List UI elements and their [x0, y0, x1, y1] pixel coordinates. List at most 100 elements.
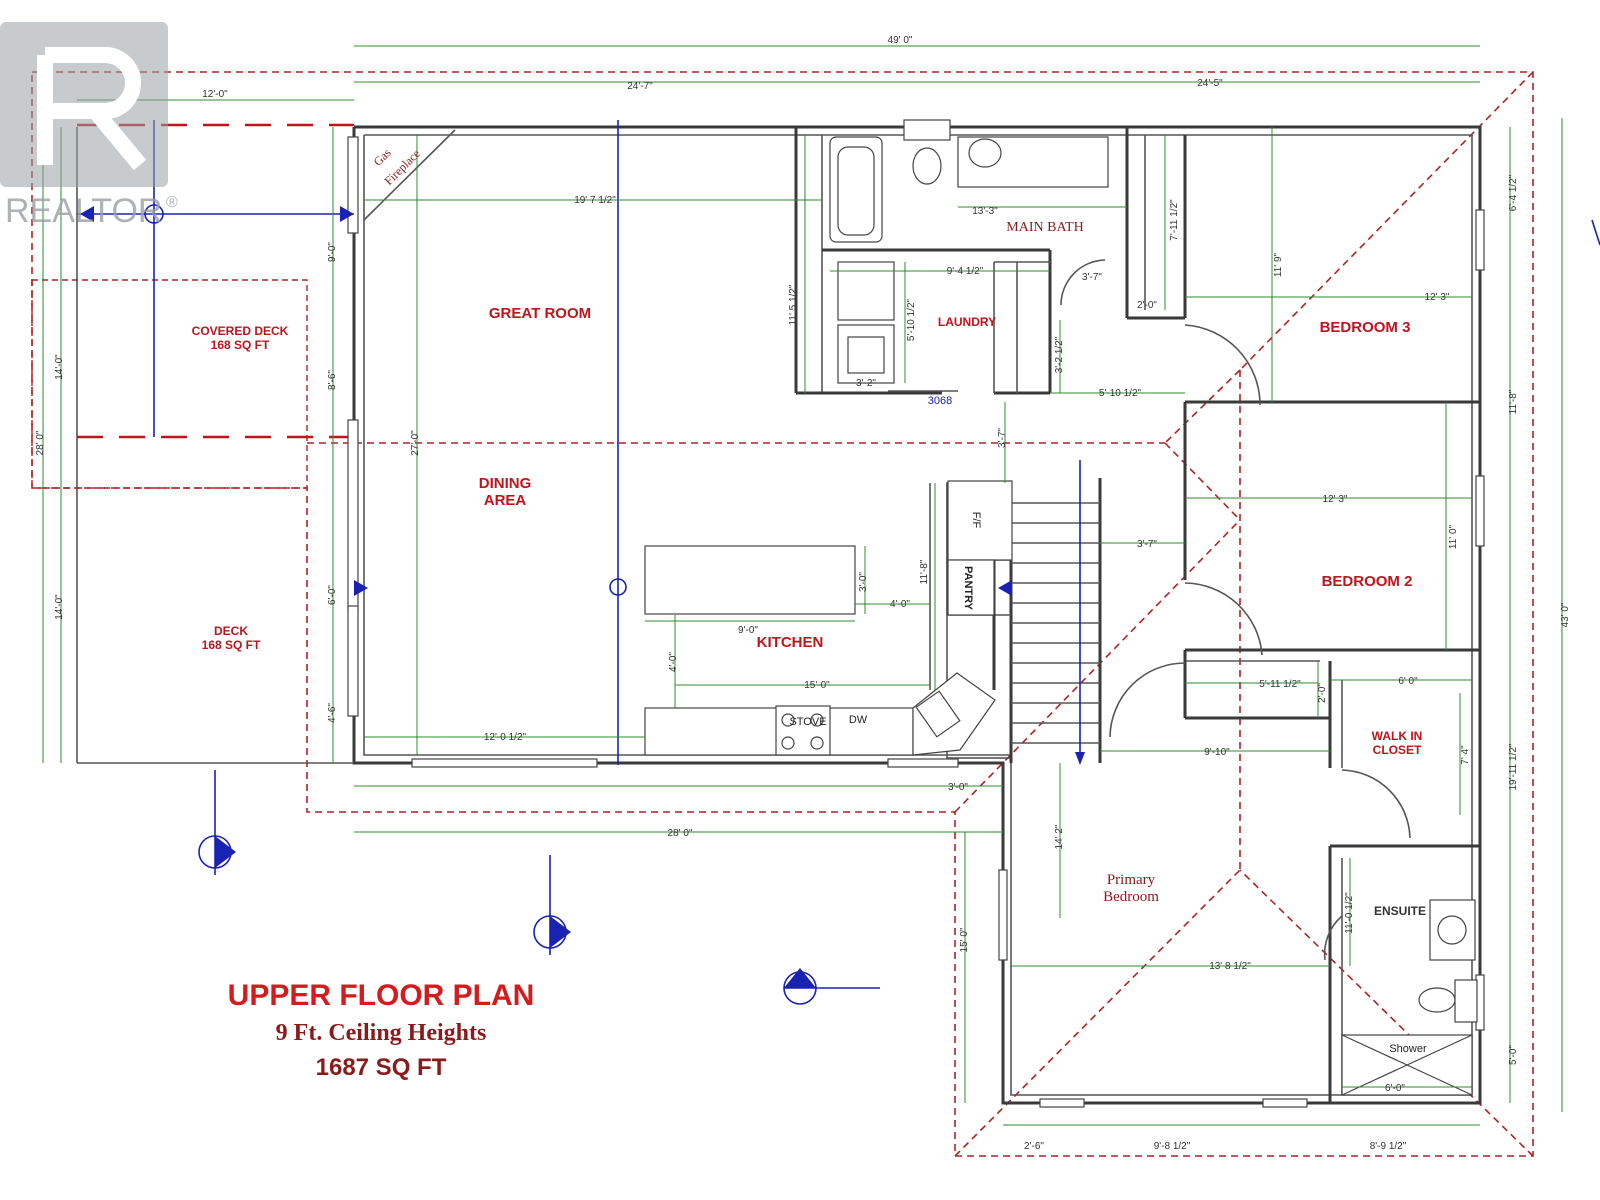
label-primary-line2: Bedroom	[1103, 889, 1159, 905]
dim-great-depth: 27'-0"	[410, 430, 421, 456]
dim-deck-width: 12'-0"	[202, 89, 228, 100]
label-bedroom3: BEDROOM 3	[1320, 319, 1411, 336]
dim-deck-total: 28' 0"	[35, 430, 46, 455]
label-kitchen: KITCHEN	[757, 634, 824, 651]
dim-small-2-0: 2'-0"	[1137, 300, 1157, 311]
dim-ensuite-11: 11'-0 1/2"	[1344, 892, 1355, 934]
dim-bath-width: 13'-3"	[972, 206, 998, 217]
dim-laundry-height: 5'-10 1/2"	[906, 298, 917, 341]
label-walkin-line2: CLOSET	[1373, 743, 1422, 757]
dim-laundry-width: 9'-4 1/2"	[947, 266, 984, 277]
label-fridge: F/F	[970, 512, 982, 529]
dim-bed2-width: 12' 3"	[1323, 494, 1348, 505]
doors	[888, 259, 1411, 961]
dim-bottom-2-6: 2'-6"	[1024, 1141, 1044, 1152]
dim-hall-3-2: 3'-2 1/2"	[1054, 336, 1065, 373]
dim-bottom-8-9: 8'-9 1/2"	[1370, 1141, 1407, 1152]
label-covered-deck-line1: COVERED DECK	[192, 324, 289, 338]
dim-great-room-width: 19' 7 1/2"	[574, 195, 616, 206]
exterior-walls	[76, 123, 1485, 1108]
dimension-labels: 49' 0" 24'-7" 24'-5" 12'-0" 19' 7 1/2" 1…	[35, 35, 1571, 1152]
dim-kitchen-11-8: 11'-8"	[919, 559, 930, 584]
dim-primary-14-2: 14' 2"	[1054, 824, 1065, 849]
dim-right-19-11: 19'-11 1/2"	[1508, 743, 1519, 790]
label-dining-line2: AREA	[484, 492, 527, 509]
realtor-registered-mark: ®	[166, 194, 178, 211]
label-stove: STOVE	[789, 716, 826, 728]
dim-hall-9-10: 9'-10"	[1204, 747, 1230, 758]
label-dining-line1: DINING	[479, 475, 532, 492]
dim-kitchen-4-0: 4'-0"	[668, 652, 679, 672]
dim-left-6-0: 6'-0"	[327, 585, 338, 605]
dim-right-5-0: 5'-0"	[1508, 1045, 1519, 1065]
dim-hall-5-11: 5'-11 1/2"	[1259, 679, 1301, 690]
label-primary-line1: Primary	[1107, 872, 1156, 888]
label-bedroom2: BEDROOM 2	[1322, 573, 1413, 590]
stair-treads	[1011, 460, 1100, 765]
realtor-wordmark: REALTOR	[5, 192, 162, 230]
dim-left-9-0: 9'-0"	[327, 242, 338, 262]
label-walkin-line1: WALK IN	[1372, 729, 1423, 743]
dim-dining-12: 12'-0 1/2"	[484, 732, 527, 743]
dim-right-11-8: 11'-8"	[1508, 389, 1519, 414]
room-labels: GREAT ROOM DINING AREA KITCHEN MAIN BATH…	[192, 220, 1426, 918]
label-main-bath: MAIN BATH	[1006, 220, 1083, 235]
dim-overall-width: 49' 0"	[888, 35, 913, 46]
dim-right-width: 24'-5"	[1197, 78, 1223, 89]
dim-deck-depth-14a: 14'-0"	[54, 354, 65, 380]
label-deck-line1: DECK	[214, 624, 248, 638]
plan-title-line2: 9 Ft. Ceiling Heights	[276, 1020, 487, 1046]
dim-kitchen-15: 15'-0"	[804, 680, 830, 691]
dim-island-gap: 4'-0"	[890, 599, 910, 610]
dim-bed3-height: 11' 9"	[1273, 252, 1284, 277]
dim-laundry-small: 3'-2"	[856, 378, 876, 389]
dim-bath-height: 11' 5 1/2"	[788, 284, 799, 325]
dim-hall-3-7-b: 3'-7"	[997, 428, 1008, 448]
label-fireplace-line1: Gas	[371, 145, 394, 168]
dim-hall-3-7-c: 3'-7"	[1137, 539, 1157, 550]
plan-title: UPPER FLOOR PLAN 9 Ft. Ceiling Heights 1…	[228, 979, 535, 1081]
dim-bath-closet-height: 7'-11 1/2"	[1169, 199, 1180, 241]
label-laundry: LAUNDRY	[938, 315, 996, 329]
dim-left-4-6: 4'-6"	[327, 703, 338, 723]
dim-hall-3-7-a: 3'-7"	[1082, 272, 1102, 283]
dim-closet-2-0: 2'-0"	[1317, 683, 1328, 703]
fireplace	[363, 129, 456, 221]
dim-shower-6-0: 6'-0"	[1385, 1083, 1405, 1094]
dim-island-3-0: 3'-0"	[858, 572, 869, 592]
dim-bed3-width: 12' 3"	[1425, 292, 1450, 303]
label-dishwasher: DW	[849, 714, 868, 726]
dim-bottom-9-8: 9'-8 1/2"	[1154, 1141, 1191, 1152]
dim-front-28: 28' 0"	[668, 828, 693, 839]
dim-left-width: 24'-7"	[627, 81, 653, 92]
interior-walls	[794, 127, 1480, 1103]
dim-right-6-4: 6'-4 1/2"	[1508, 174, 1519, 211]
label-ensuite: ENSUITE	[1374, 904, 1426, 918]
dim-hall-5-10: 5'-10 1/2"	[1099, 388, 1142, 399]
bath-fixtures	[829, 119, 1109, 384]
plan-title-line3: 1687 SQ FT	[316, 1054, 447, 1081]
plan-title-line1: UPPER FLOOR PLAN	[228, 979, 535, 1012]
label-door-code: 3068	[928, 395, 952, 407]
dim-closet-6-0: 6' 0"	[1398, 676, 1418, 687]
label-pantry: PANTRY	[962, 566, 974, 611]
label-shower: Shower	[1389, 1043, 1427, 1055]
label-covered-deck-line2: 168 SQ FT	[211, 338, 270, 352]
section-markers	[77, 120, 1600, 1005]
dim-primary-13-8: 13' 8 1/2"	[1209, 961, 1251, 972]
dim-island-9: 9'-0"	[738, 625, 758, 636]
dim-right-3-0: 3'-0"	[948, 782, 968, 793]
label-deck-line2: 168 SQ FT	[202, 638, 261, 652]
dim-deck-depth-14b: 14'-0"	[54, 594, 65, 620]
dim-bed2-height: 11' 0"	[1448, 524, 1459, 549]
dim-closet-7-4: 7' 4"	[1460, 745, 1471, 765]
dim-primary-15: 15' 0"	[959, 927, 970, 952]
realtor-watermark: REALTOR ®	[0, 22, 178, 230]
label-great-room: GREAT ROOM	[489, 305, 591, 322]
dim-left-8-6: 8'-6"	[327, 370, 338, 390]
roof-outline	[31, 71, 1534, 1157]
kitchen-fixtures	[644, 480, 1013, 756]
dim-right-43: 43' 0"	[1560, 602, 1571, 627]
ensuite-fixtures	[1341, 899, 1478, 1096]
